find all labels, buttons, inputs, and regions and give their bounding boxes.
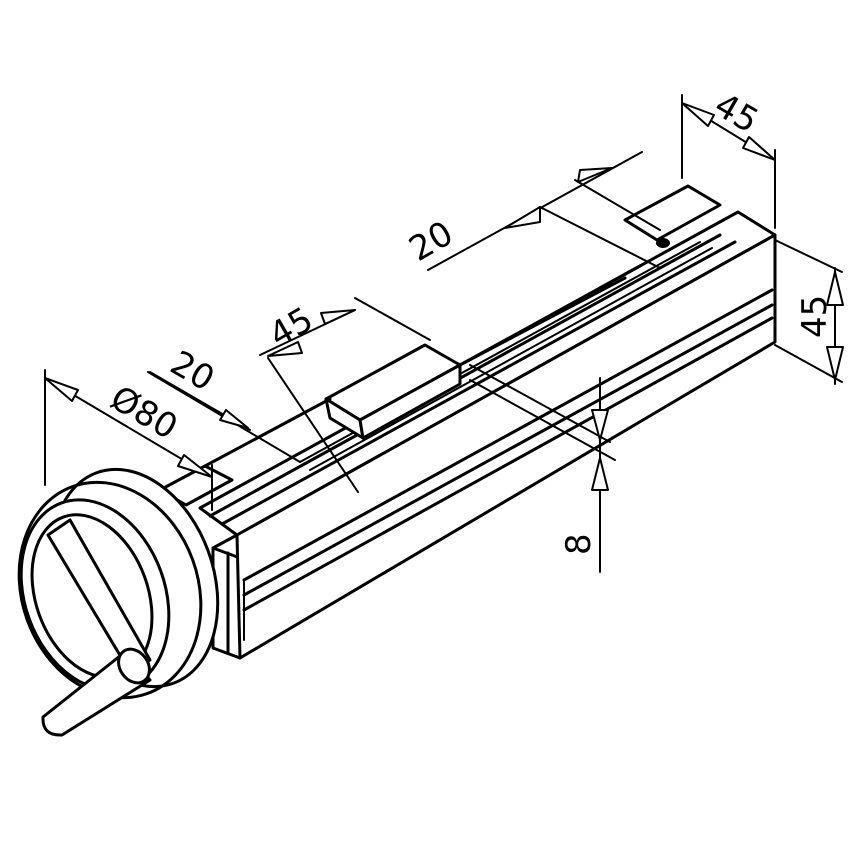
handwheel-rim-edge <box>17 480 203 700</box>
handwheel-spoke <box>46 518 152 674</box>
dim-profile-width: 45 <box>708 85 765 141</box>
aluminium-profile <box>198 210 777 660</box>
profile-side-face <box>235 233 777 660</box>
handwheel <box>17 467 220 737</box>
carriage-side <box>358 363 462 440</box>
dim-slot-offset-rear: 20 <box>403 214 460 270</box>
slide-carriage <box>324 343 462 440</box>
grip-collar <box>117 647 151 685</box>
dimension-lines <box>44 94 844 573</box>
rail-end-block <box>623 184 722 242</box>
end-screw-icon <box>656 238 670 248</box>
dim-slot-width: 8 <box>559 533 599 555</box>
dim-carriage-length: 45 <box>263 300 320 356</box>
dim-profile-height: 45 <box>795 295 835 338</box>
dim-slot-offset-front: 20 <box>164 343 221 399</box>
